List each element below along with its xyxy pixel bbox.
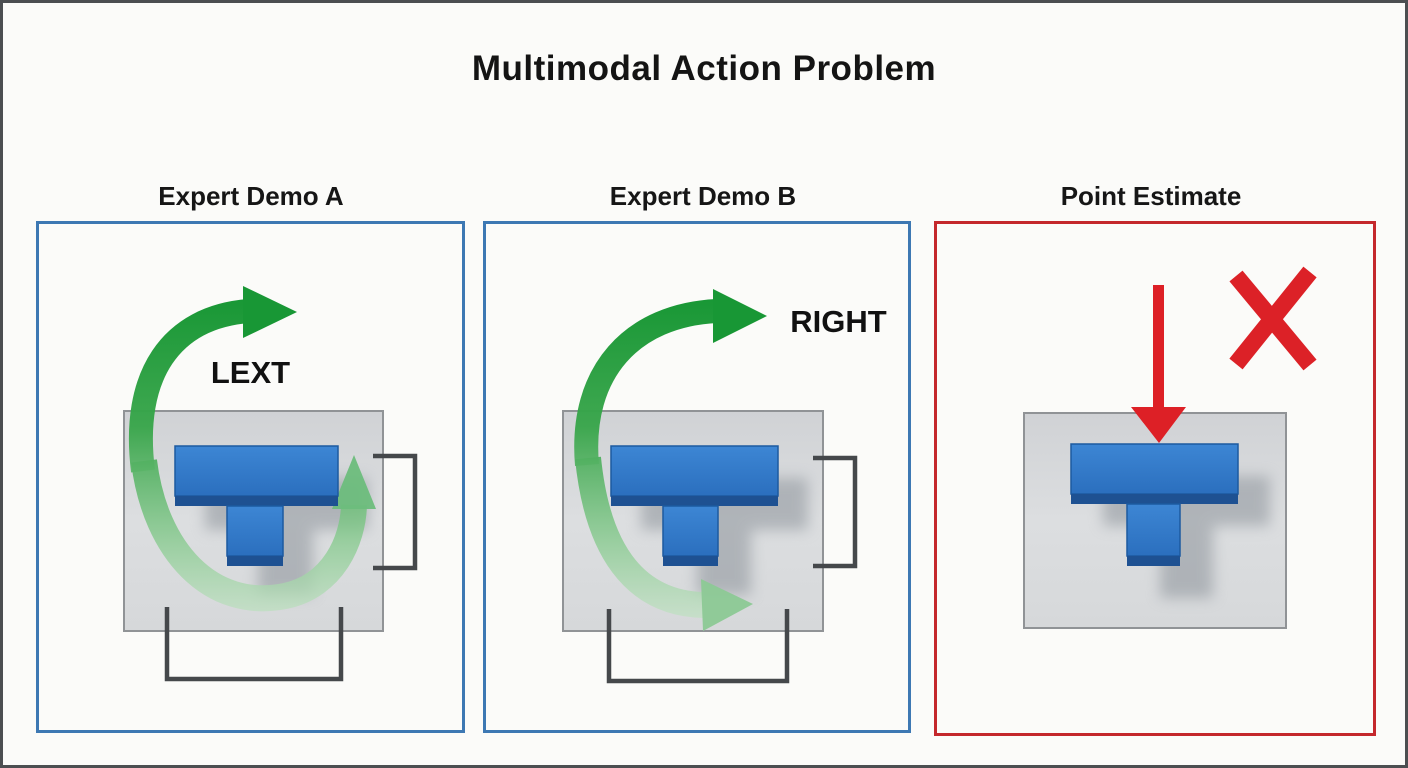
panel-header-point-estimate: Point Estimate xyxy=(1060,181,1242,211)
action-label-left: LEXT xyxy=(210,355,291,390)
panel-point-estimate xyxy=(934,221,1376,736)
action-label-right: RIGHT xyxy=(790,304,887,339)
figure-title: Multimodal Action Problem xyxy=(471,49,937,88)
panel-expert-demo-a xyxy=(36,221,465,733)
panel-header-expert-demo-b: Expert Demo B xyxy=(609,181,797,211)
panel-header-expert-demo-a: Expert Demo A xyxy=(158,181,344,211)
panel-expert-demo-b xyxy=(483,221,911,733)
